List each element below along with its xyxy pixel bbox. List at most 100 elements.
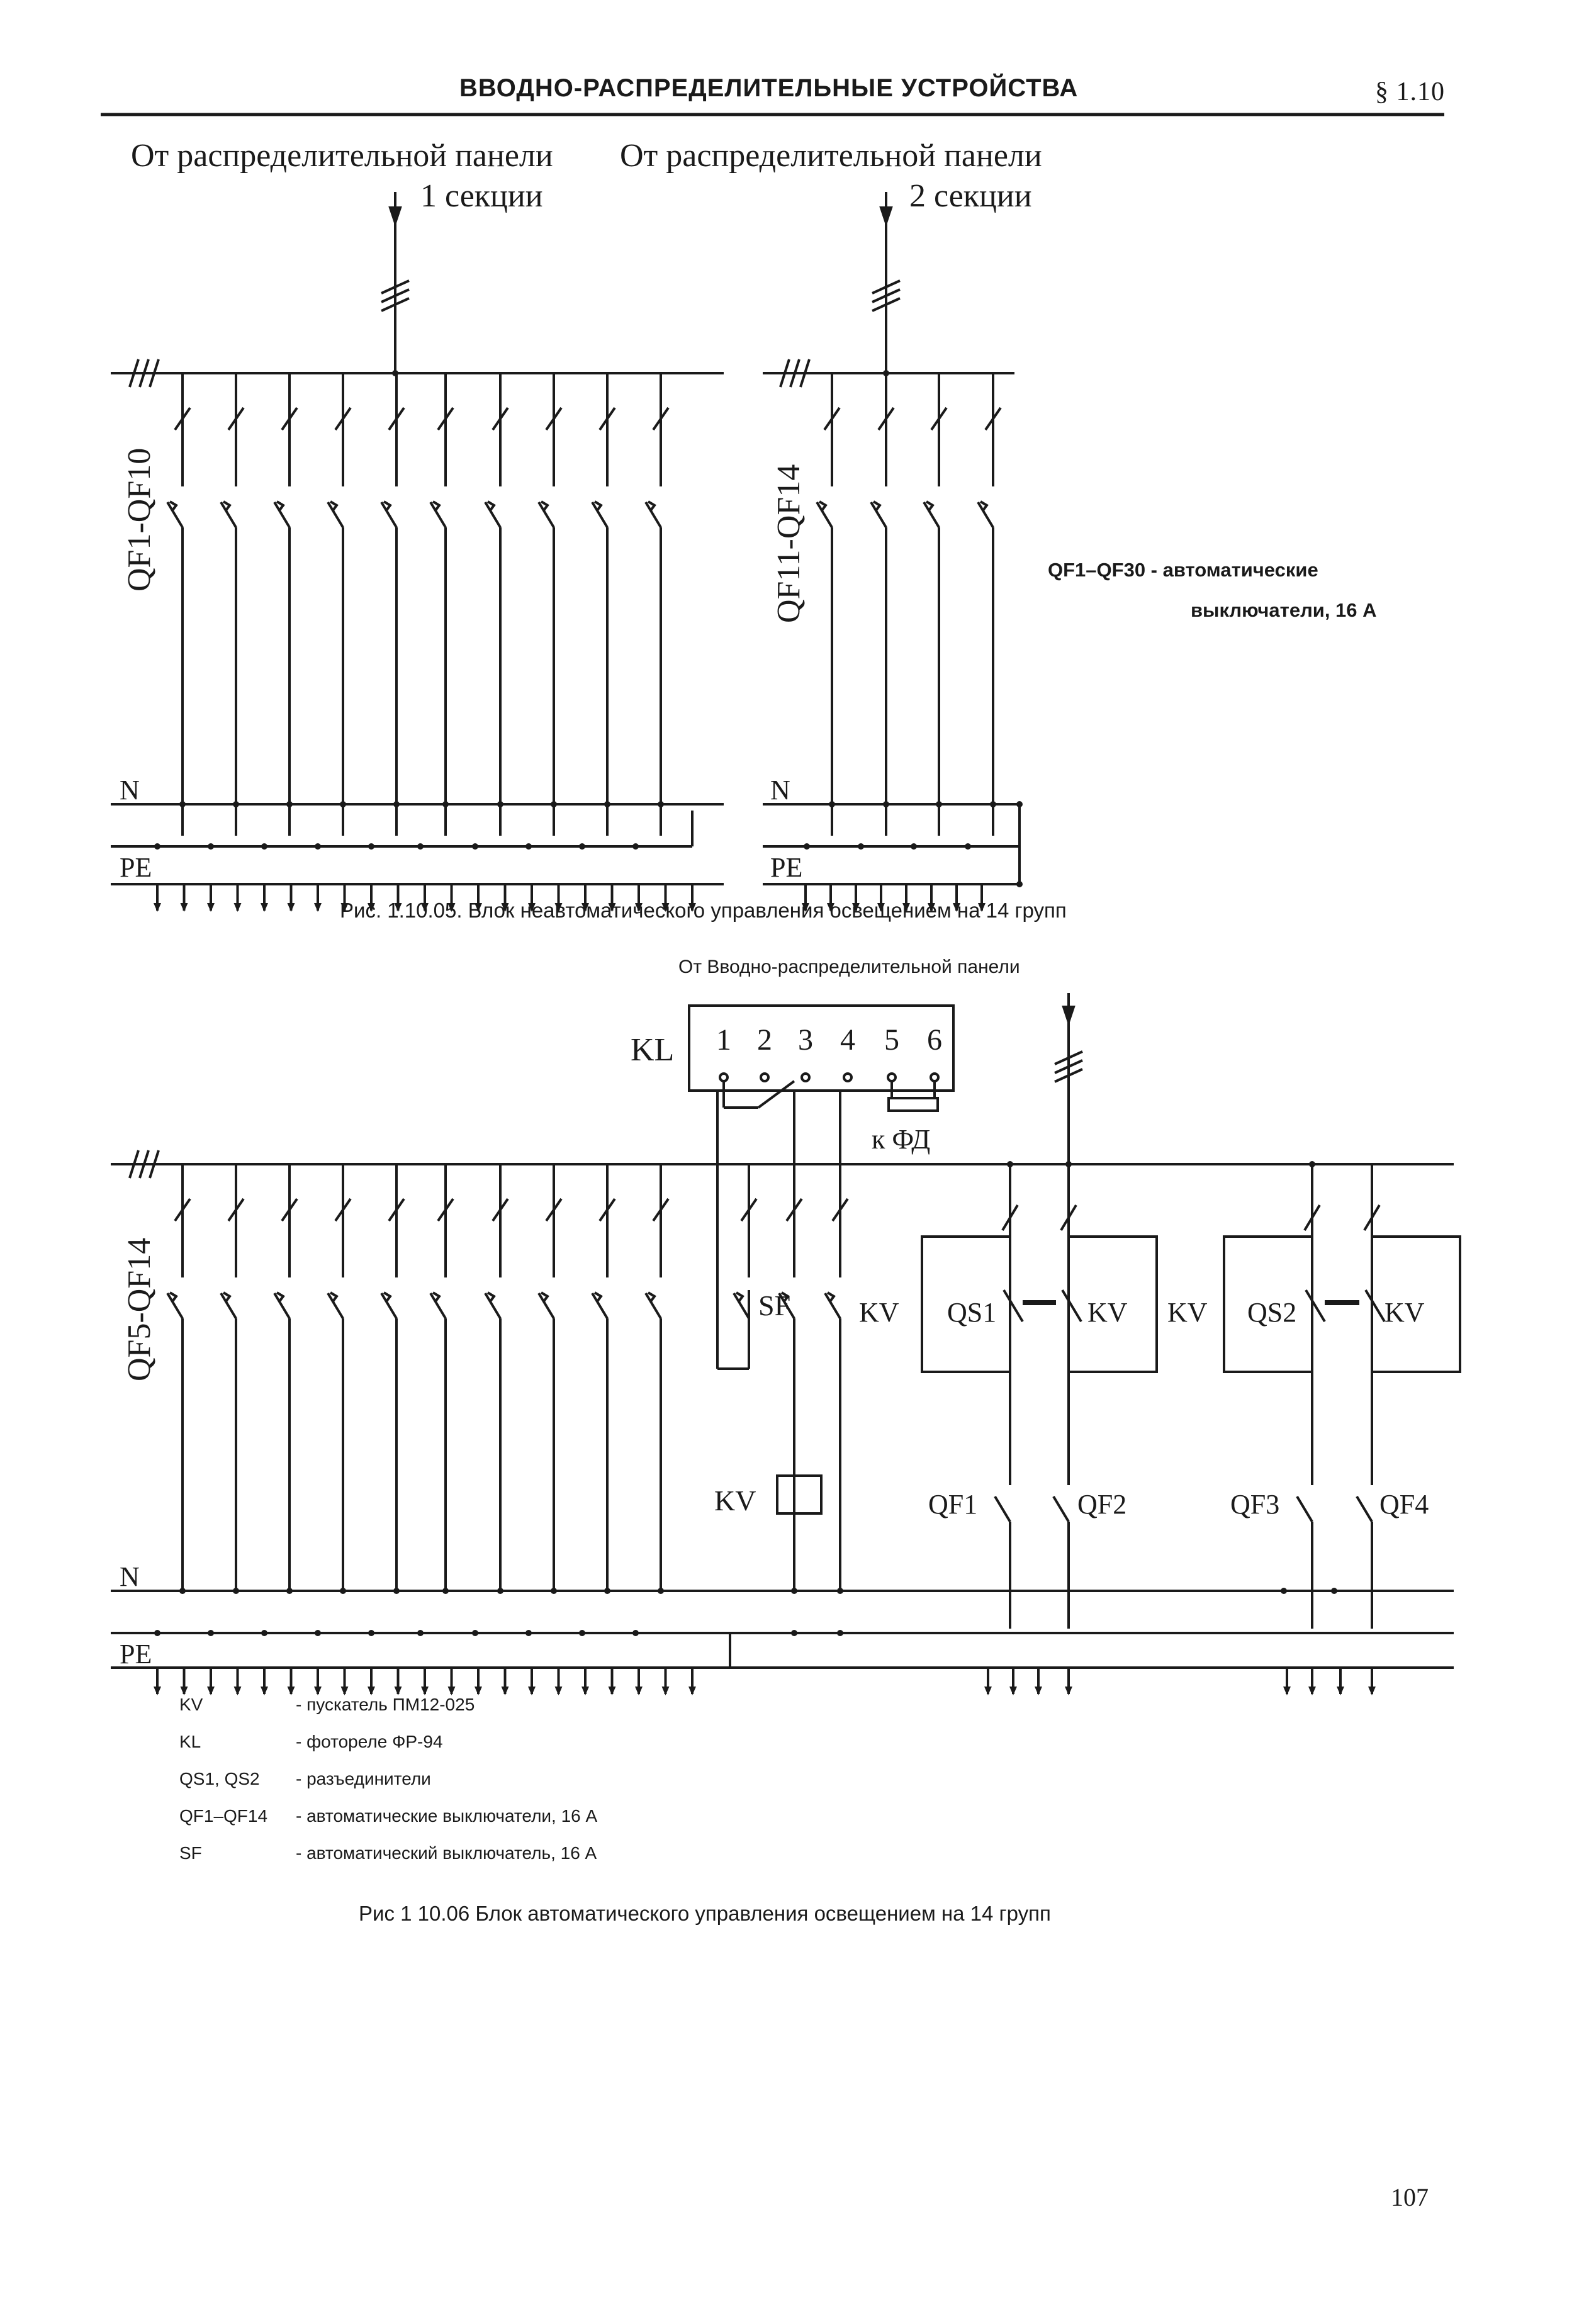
circuit-breaker: [591, 1164, 616, 1591]
junction-dot: [261, 843, 267, 850]
junction-dot: [340, 1588, 346, 1594]
circuit-breaker: [824, 1164, 849, 1591]
circuit-breaker: [923, 373, 948, 836]
junction-dot: [936, 801, 942, 807]
terminal-icon: [719, 1072, 729, 1082]
junction-dot: [179, 801, 186, 807]
junction-dot: [154, 1630, 160, 1636]
circuit-breaker: [220, 373, 245, 836]
legend-desc-2: - фотореле ФР-94: [296, 1732, 443, 1751]
outgoing-arrow-icon: [581, 903, 589, 912]
circuit-breaker: [484, 1164, 509, 1591]
outgoing-arrow-icon: [475, 1687, 482, 1695]
fig2-kv-contact-box: [921, 1235, 1011, 1373]
outgoing-arrow-icon: [827, 903, 834, 912]
outgoing-arrow-icon: [207, 903, 215, 912]
fig2-kv-coil: [776, 1474, 823, 1515]
outgoing-arrow-icon: [1308, 1687, 1316, 1695]
junction-dot: [579, 843, 585, 850]
legend-code-5: SF: [179, 1843, 202, 1863]
outgoing-arrow-icon: [154, 1687, 161, 1695]
junction-dot: [1016, 881, 1023, 887]
junction-dot: [208, 843, 214, 850]
fig1-source1-mark: [381, 279, 410, 312]
fig1-right-pe-label: PE: [770, 852, 802, 883]
fig2-n-label: N: [120, 1561, 140, 1592]
outgoing-arrow-icon: [447, 1687, 456, 1695]
legend-desc-5: - автоматический выключатель, 16 А: [296, 1843, 597, 1863]
outgoing-arrow-icon: [368, 1687, 375, 1695]
fig2-kv-coil-label: KV: [714, 1485, 756, 1517]
outgoing-arrow-icon: [180, 1687, 188, 1695]
junction-dot: [442, 801, 449, 807]
junction-dot: [154, 843, 160, 850]
junction-dot: [858, 843, 864, 850]
outgoing-arrow-icon: [394, 903, 402, 912]
outgoing-arrow-icon: [501, 903, 509, 912]
fig2-relay-terminal: 6: [927, 1023, 942, 1057]
fig2-qf3-label: QF3: [1230, 1489, 1279, 1520]
fig1-left-n-label: N: [120, 775, 140, 806]
fig2-group-label: QF5-QF14: [121, 1238, 157, 1381]
junction-dot: [1309, 1161, 1315, 1167]
junction-dot: [791, 1588, 797, 1594]
outgoing-arrow-icon: [528, 903, 536, 912]
fig2-qs2-label: QS2: [1247, 1297, 1296, 1328]
junction-dot: [837, 1630, 843, 1636]
fig1-source2-line1: От распределительной панели: [620, 138, 1042, 174]
fig2-photo-sensor: [887, 1097, 939, 1112]
outgoing-arrow-icon: [287, 1687, 295, 1695]
fig2-relay-label: KL: [631, 1032, 674, 1068]
outgoing-arrow-icon: [608, 903, 616, 912]
circuit-breaker: [537, 1164, 563, 1591]
fig1-right-bus-mark: [779, 359, 811, 388]
outgoing-arrow-icon: [447, 903, 456, 912]
circuit-breaker: [733, 1164, 758, 1320]
junction-dot: [286, 801, 293, 807]
fig2-kv-contact-box: [1371, 1235, 1461, 1373]
fig2-kv1-label: KV: [859, 1297, 899, 1328]
outgoing-arrow-icon: [1065, 1687, 1072, 1695]
outgoing-arrow-icon: [261, 1687, 268, 1695]
junction-dot: [315, 843, 321, 850]
fig1-left-pe-label: PE: [120, 852, 152, 883]
junction-dot: [883, 370, 889, 376]
outgoing-arrow-icon: [608, 1687, 616, 1695]
circuit-breaker: [380, 1164, 405, 1591]
circuit-breaker: [778, 1164, 803, 1591]
outgoing-arrow-icon: [287, 903, 295, 912]
fig2-qs1-label: QS1: [947, 1297, 996, 1328]
junction-dot: [829, 801, 835, 807]
outgoing-arrow-icon: [394, 1687, 402, 1695]
circuit-breaker: [273, 373, 298, 836]
fig2-qf1-label: QF1: [928, 1489, 977, 1520]
junction-dot: [579, 1630, 585, 1636]
junction-dot: [497, 1588, 503, 1594]
junction-dot: [965, 843, 971, 850]
outgoing-arrow-icon: [554, 1687, 563, 1695]
junction-dot: [1007, 1161, 1013, 1167]
circuit-breaker: [327, 1164, 352, 1591]
outgoing-arrow-icon: [421, 903, 429, 912]
outgoing-arrow-icon: [233, 903, 242, 912]
section-number: § 1.10: [1375, 77, 1445, 106]
fig2-sf-label: SF: [758, 1289, 790, 1322]
circuit-breaker: [380, 373, 405, 836]
junction-dot: [551, 801, 557, 807]
outgoing-arrow-icon: [581, 1687, 589, 1695]
fig2-bus-mark: [128, 1150, 160, 1179]
circuit-breaker: [327, 373, 352, 836]
junction-dot: [632, 843, 639, 850]
junction-dot: [392, 370, 398, 376]
fig1-source2-line2: 2 секции: [909, 178, 1032, 214]
outgoing-arrow-icon: [1035, 1687, 1042, 1695]
feed-arrow-icon: [879, 206, 893, 227]
fig1-note-line1: QF1–QF30 - автоматические: [1048, 559, 1318, 581]
fig2-photo-label: к ФД: [872, 1124, 930, 1155]
outgoing-arrow-icon: [1368, 1687, 1376, 1695]
junction-dot: [497, 801, 503, 807]
outgoing-arrow-icon: [902, 903, 910, 912]
outgoing-arrow-icon: [554, 903, 563, 912]
